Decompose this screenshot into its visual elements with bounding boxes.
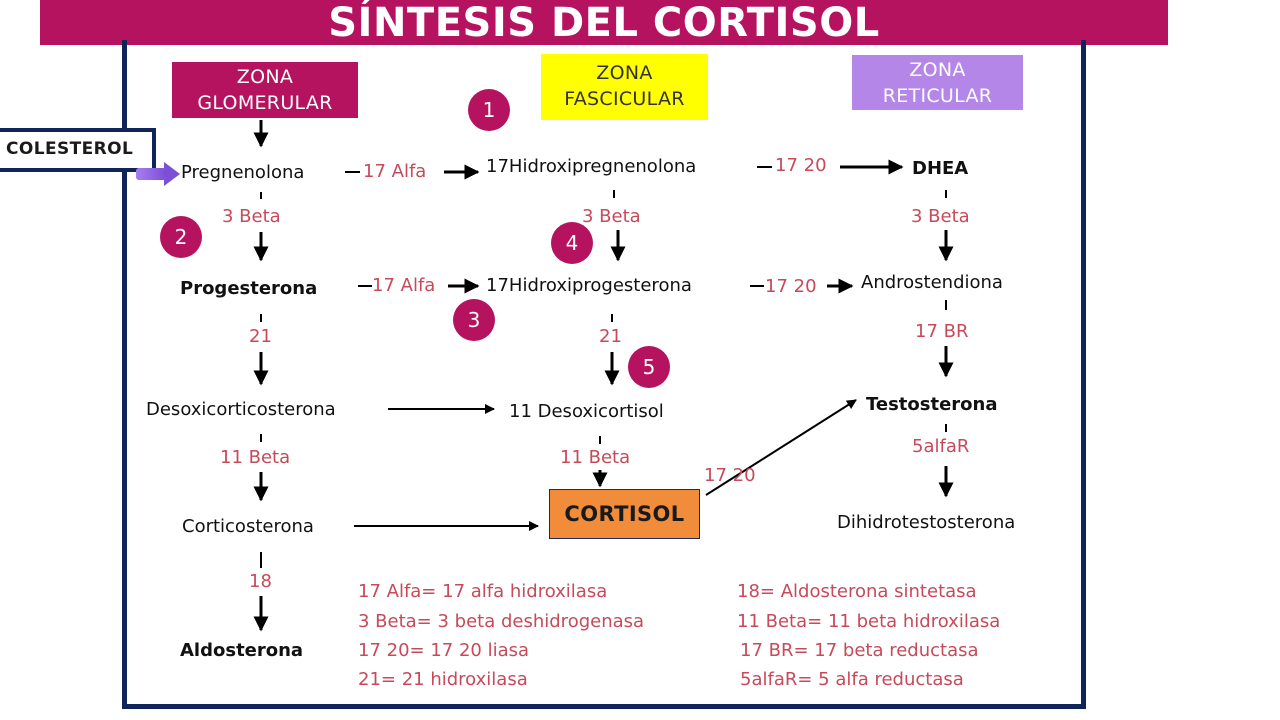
enzyme-17-alfa: 17 Alfa [363,161,426,182]
zone-reticular-label: ZONA RETICULAR [852,55,1023,110]
legend-left-item: 17 Alfa= 17 alfa hidroxilasa [358,581,607,602]
enzyme-17-20: 17 20 [775,155,827,176]
compound-dihidrotestosterona: Dihidrotestosterona [837,512,1015,533]
enzyme-17-br: 17 BR [915,321,968,342]
enzyme-3-beta: 3 Beta [222,206,281,227]
colesterol-label: COLESTEROL [6,139,134,159]
compound-pregnenolona: Pregnenolona [181,162,304,183]
enzyme-11-beta: 11 Beta [220,447,290,468]
compound-11-desoxicortisol: 11 Desoxicortisol [509,401,664,422]
zone-fascicular-label: ZONA FASCICULAR [541,54,708,120]
step-badge-2: 2 [160,216,202,258]
enzyme-17-20: 17 20 [765,276,817,297]
legend-left-item: 3 Beta= 3 beta deshidrogenasa [358,611,644,632]
enzyme-18: 18 [249,571,272,592]
compound-dhea: DHEA [912,158,968,179]
enzyme-17-alfa: 17 Alfa [372,275,435,296]
diagram-frame [122,40,1086,709]
enzyme-21: 21 [599,326,622,347]
step-badge-5: 5 [628,346,670,388]
compound-progesterona: Progesterona [180,278,317,299]
cortisol-highlight: CORTISOL [549,489,700,539]
compound-aldosterona: Aldosterona [180,640,303,661]
legend-left-item: 17 20= 17 20 liasa [358,640,529,661]
page-title: SÍNTESIS DEL CORTISOL [328,0,880,46]
colesterol-arrow [136,162,180,186]
legend-right-item: 18= Aldosterona sintetasa [737,581,977,602]
arrow-cortisol-to-testosterona [705,399,857,496]
legend-right-item: 11 Beta= 11 beta hidroxilasa [737,611,1000,632]
enzyme-3-beta: 3 Beta [911,206,970,227]
enzyme-17-20: 17 20 [704,465,756,486]
compound-androstendiona: Androstendiona [861,272,1003,293]
compound-testosterona: Testosterona [866,394,998,415]
legend-right-item: 17 BR= 17 beta reductasa [740,640,979,661]
enzyme-3-beta: 3 Beta [582,206,641,227]
step-badge-1: 1 [468,89,510,131]
title-bar [40,0,1168,45]
compound-desoxicorticosterona: Desoxicorticosterona [146,399,336,420]
compound-17-hidroxiprogesterona: 17Hidroxiprogesterona [486,275,692,296]
zone-glomerular-label: ZONA GLOMERULAR [172,62,358,118]
legend-left-item: 21= 21 hidroxilasa [358,669,528,690]
enzyme-21: 21 [249,326,272,347]
step-badge-3: 3 [453,299,495,341]
enzyme-11-beta: 11 Beta [560,447,630,468]
enzyme-5-alfa-r: 5alfaR [912,436,969,457]
legend-right-item: 5alfaR= 5 alfa reductasa [740,669,964,690]
compound-17-hidroxipregnenolona: 17Hidroxipregnenolona [486,156,696,177]
col2-vertical-arrows [592,190,626,488]
compound-corticosterona: Corticosterona [182,516,314,537]
step-badge-4: 4 [551,222,593,264]
colesterol-box [0,128,156,172]
